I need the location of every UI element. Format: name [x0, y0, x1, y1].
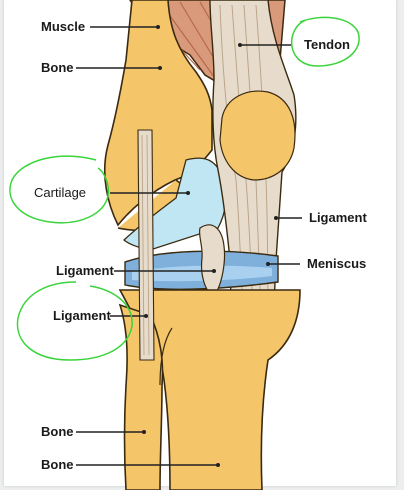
leader-dots	[142, 25, 278, 467]
label-bone-lower-2: Bone	[41, 457, 74, 472]
annotation-circle-cartilage	[9, 155, 110, 224]
label-tendon: Tendon	[304, 37, 350, 52]
annotation-circle-ligament	[16, 281, 133, 361]
leader-lines	[76, 26, 302, 466]
annotation-circles	[9, 16, 360, 361]
patella-bone	[219, 90, 296, 181]
label-cartilage: Cartilage	[34, 185, 87, 200]
label-bone-upper: Bone	[41, 60, 74, 75]
annotation-circle-tendon	[290, 16, 360, 67]
label-ligament-right: Ligament	[309, 210, 367, 225]
label-ligament-left: Ligament	[53, 308, 111, 323]
label-meniscus: Meniscus	[307, 256, 367, 271]
label-muscle: Muscle	[41, 19, 86, 34]
collateral-ligament-left	[137, 129, 155, 361]
label-bone-lower-1: Bone	[41, 424, 74, 439]
label-ligament-middle: Ligament	[56, 263, 114, 278]
